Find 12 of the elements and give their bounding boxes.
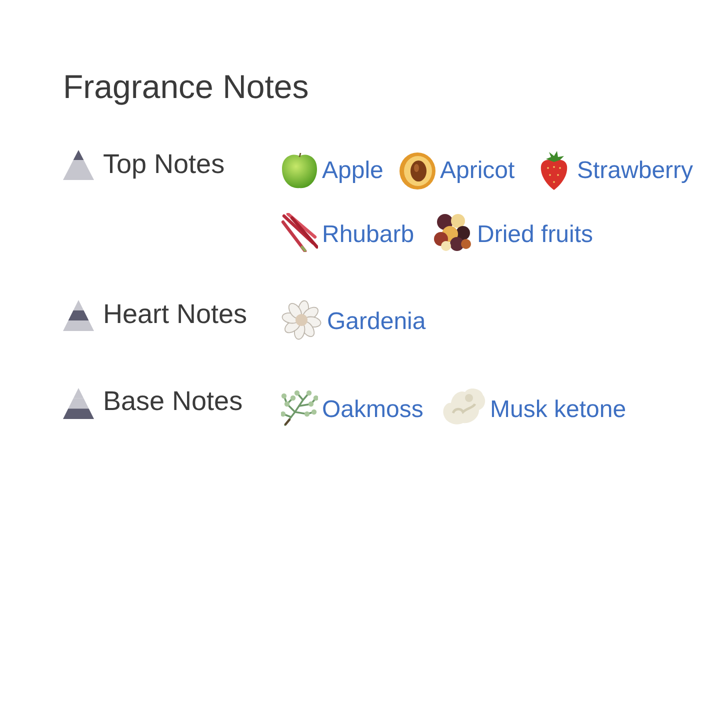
ingredient-link: Oakmoss	[322, 396, 424, 424]
ingredient-link: Rhubarb	[322, 221, 414, 250]
ingredient-link: Apricot	[440, 157, 515, 186]
section-heading: Base Notes	[103, 386, 243, 417]
ingredient-link: Musk ketone	[490, 396, 626, 424]
section-heading: Top Notes	[103, 148, 225, 180]
section-heading: Heart Notes	[103, 298, 248, 330]
ingredient-link: Gardenia	[327, 308, 426, 336]
ingredient-link: Apple	[322, 157, 384, 186]
ingredient-link: Dried fruits	[477, 221, 594, 250]
page-title: Fragrance Notes	[63, 68, 309, 106]
ingredient-link: Strawberry	[577, 157, 694, 186]
